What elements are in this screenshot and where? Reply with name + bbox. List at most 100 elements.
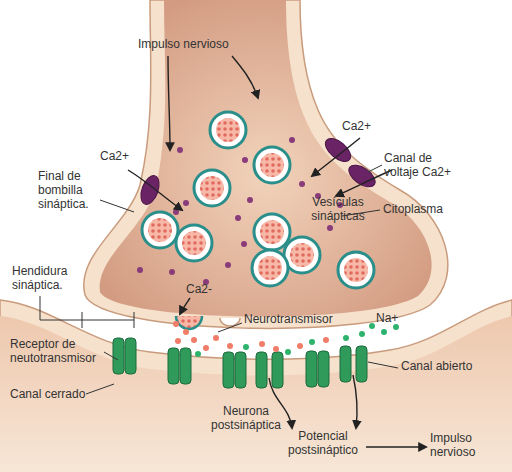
sodium-ion [369,323,375,329]
callout-label: Impulso nervioso [430,432,502,460]
leader-line [368,362,398,368]
calcium-channel [321,134,354,166]
sodium-ion [381,329,387,335]
calcium-ion [242,157,248,163]
vesicle-content [260,220,284,244]
sodium-ion [243,344,249,350]
arrows [128,56,426,447]
neurotransmitter [297,343,303,349]
callout-label: Ca2- [186,283,226,297]
sodium-ion [359,331,365,337]
receptor-closed [113,338,124,374]
receptor-closed [168,348,179,384]
callout-label: Na+ [376,312,416,326]
receptor-closed [318,351,329,387]
callout-label: Vesículas sinápticas [300,196,376,224]
impulse-arrow [232,56,258,98]
receptor-open [340,346,351,382]
leader-line [40,296,82,320]
vesicle [254,214,290,250]
receptor-group [113,338,367,388]
receptor-open [356,346,367,382]
leader-line [104,352,118,360]
callout-label: Final de bombilla sináptica. [38,170,104,211]
neurotransmitter [183,329,189,335]
receptor-open [256,352,267,388]
leader-line [218,323,242,332]
calcium-ion [183,200,189,206]
impulse-arrow [168,56,170,150]
calcium-arrow [180,298,190,314]
neurotransmitter [191,337,197,343]
vesicle [142,212,178,248]
calcium-ion [137,267,143,273]
callout-label: Citoplasma [383,203,473,217]
leader-line [100,200,134,212]
sodium-ion [309,339,315,345]
callout-label: Neurona postsináptica [196,405,296,433]
postsynaptic-membrane [0,300,512,472]
vesicle-content [216,118,240,142]
result-arrow [366,446,426,447]
vesicle-content [290,243,314,267]
vesicle-content [148,218,172,242]
sodium-ion [285,349,291,355]
neurotransmitter [213,335,219,341]
calcium-ion [247,197,253,203]
neurotransmitter [273,346,279,352]
calcium-ion [241,241,247,247]
vesicle [254,147,290,183]
sodium-ion [343,335,349,341]
calcium-ion [173,209,179,215]
vesicle-content [200,176,224,200]
leader-line [368,165,382,172]
calcium-ion [327,225,333,231]
postsynaptic-cytoplasm [0,316,512,472]
sodium-ions [195,323,399,357]
presynaptic-cytoplasm [100,0,432,317]
neurotransmitter [323,337,329,343]
callout-label: Potencial postsináptico [280,430,366,458]
vesicle [176,225,212,261]
callout-label: Hendidura sináptica. [12,265,92,293]
fusing-vesicle [176,316,202,329]
cleft-bracket [82,312,134,328]
receptor-closed [306,351,317,387]
calcium-ion [289,137,295,143]
callout-label: Canal cerrado [10,388,110,402]
vesicle [194,170,230,206]
callout-label: Canal abierto [401,360,501,374]
vesicle-content [344,258,368,282]
calcium-ion [169,269,175,275]
callout-label: Ca2+ [100,150,140,164]
neurotransmitter [203,345,209,351]
vesicle-content [258,256,282,280]
vesicle [210,112,246,148]
calcium-ion [299,181,305,187]
receptor-closed [223,352,234,388]
calcium-ion [235,215,241,221]
receptor-closed [180,348,191,384]
callout-label: Receptor de neutotransmisor [10,338,110,366]
calcium-arrow [312,138,360,176]
neurotransmitter [227,343,233,349]
leader-line [86,384,114,394]
neurotransmitter [175,338,181,344]
callout-label: Ca2+ [342,120,382,134]
vesicle [338,252,374,288]
calcium-ion [225,262,231,268]
calcium-arrow [336,170,392,196]
vesicle [252,250,288,286]
callout-label: Impulso nervioso [138,38,248,52]
neurotransmitter [173,321,179,327]
vesicle-content [182,231,206,255]
neurotransmitter [259,341,265,347]
receptor-closed [235,352,246,388]
calcium-ion [177,147,183,153]
potential-arrow [353,375,357,428]
sodium-ion [195,351,201,357]
calcium-arrow [128,170,182,210]
vesicle-content [260,153,284,177]
